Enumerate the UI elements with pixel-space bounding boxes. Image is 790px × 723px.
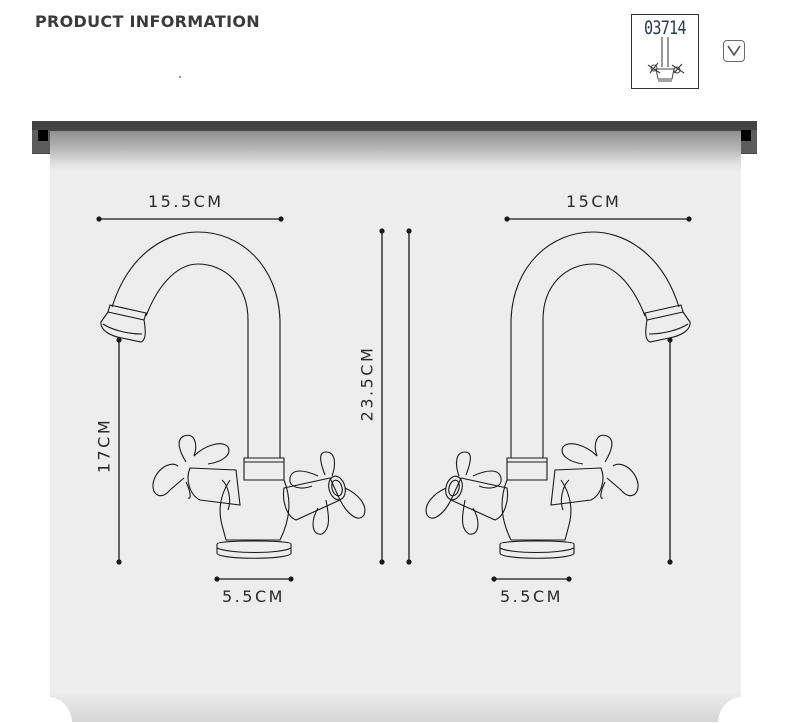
scroll-rod-end-right — [740, 130, 757, 153]
right-spout-reach-label: 15CM — [566, 192, 622, 211]
diagram-paper — [50, 131, 741, 722]
dimension-lines — [99, 218, 689, 580]
stray-dot — [179, 76, 181, 78]
paper-bottom-shade — [50, 692, 741, 722]
left-spout-reach-label: 15.5CM — [148, 192, 224, 211]
faucet-thumbnail-icon — [647, 37, 685, 82]
page-title: PRODUCT INFORMATION — [35, 12, 260, 31]
product-thumbnail[interactable]: 03714 — [631, 14, 699, 89]
left-spout-height-label: 17CM — [94, 417, 114, 474]
left-faucet-outline — [100, 231, 366, 559]
chevron-down-icon — [727, 45, 741, 57]
scroll-rod-top — [32, 121, 757, 130]
total-height-label: 23.5CM — [357, 345, 377, 422]
expand-dropdown-button[interactable] — [723, 40, 745, 62]
thumbnail-code: 03714 — [644, 17, 687, 39]
dimension-endpoints — [96, 216, 692, 582]
paper-shadow — [50, 131, 741, 171]
left-base-width-label: 5.5CM — [222, 587, 285, 606]
right-faucet-outline — [425, 231, 691, 559]
scroll-rod-end-left — [32, 130, 50, 153]
right-base-width-label: 5.5CM — [500, 587, 563, 606]
